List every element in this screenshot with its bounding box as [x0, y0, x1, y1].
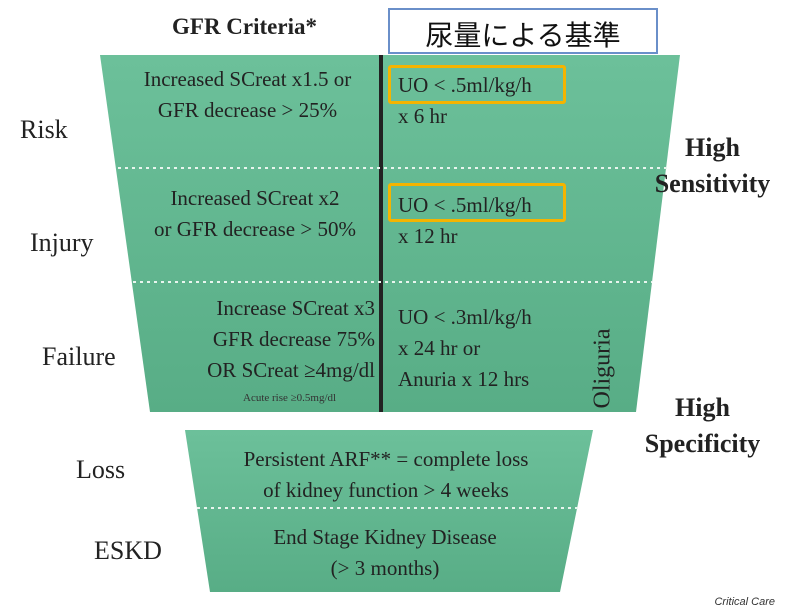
lower-funnel [185, 430, 593, 592]
high-specificity-line-2: Specificity [644, 429, 761, 458]
loss-line-2: of kidney function > 4 weeks [263, 478, 509, 502]
stage-label-risk: Risk [20, 115, 68, 144]
risk-gfr-criteria: Increased SCreat x1.5 or GFR decrease > … [120, 64, 375, 126]
stage-label-loss: Loss [76, 455, 126, 484]
injury-gfr-line-1: Increased SCreat x2 [170, 186, 340, 210]
injury-gfr-criteria: Increased SCreat x2 or GFR decrease > 50… [135, 183, 375, 245]
eskd-criteria: End Stage Kidney Disease (> 3 months) [210, 522, 560, 584]
failure-gfr-line-2: GFR decrease 75% [212, 327, 375, 351]
oliguria-vertical-label: Oliguria [589, 328, 616, 409]
injury-uo-line-1: UO < .5ml/kg/h [398, 193, 532, 217]
loss-line-1: Persistent ARF** = complete loss [243, 447, 529, 471]
injury-uo-line-2: x 12 hr [398, 224, 458, 248]
failure-uo-criteria: UO < .3ml/kg/h x 24 hr or Anuria x 12 hr… [398, 302, 532, 395]
loss-criteria: Persistent ARF** = complete loss of kidn… [200, 444, 572, 506]
risk-uo-criteria: UO < .5ml/kg/h x 6 hr [398, 70, 532, 132]
source-credit: Critical Care [714, 596, 775, 608]
high-sensitivity-line-1: High [685, 133, 740, 162]
risk-gfr-line-2: GFR decrease > 25% [157, 98, 338, 122]
high-sensitivity-label: High Sensitivity [640, 130, 785, 202]
failure-gfr-line-1: Increase SCreat x3 [216, 296, 375, 320]
risk-uo-highlight [388, 65, 566, 104]
risk-gfr-line-1: Increased SCreat x1.5 or [143, 67, 352, 91]
stage-label-eskd: ESKD [94, 536, 162, 565]
urine-output-criteria-title: 尿量による基準 [425, 19, 621, 52]
high-specificity-label: High Specificity [630, 390, 775, 462]
failure-acute-rise-note: Acute rise ≥0.5mg/dl [243, 392, 337, 404]
upper-funnel [100, 55, 680, 412]
failure-uo-line-3: Anuria x 12 hrs [398, 367, 530, 391]
stage-label-failure: Failure [42, 342, 116, 371]
injury-uo-criteria: UO < .5ml/kg/h x 12 hr [398, 190, 532, 252]
failure-uo-line-2: x 24 hr or [398, 336, 481, 360]
eskd-line-2: (> 3 months) [330, 556, 440, 580]
failure-gfr-line-3: OR SCreat ≥4mg/dl [207, 358, 375, 382]
failure-gfr-criteria: Increase SCreat x3 GFR decrease 75% OR S… [160, 293, 375, 386]
risk-uo-line-1: UO < .5ml/kg/h [398, 73, 532, 97]
urine-output-criteria-box: 尿量による基準 [388, 8, 658, 54]
failure-uo-line-1: UO < .3ml/kg/h [398, 305, 532, 329]
stage-label-injury: Injury [30, 228, 94, 257]
high-sensitivity-line-2: Sensitivity [654, 169, 771, 198]
injury-uo-highlight [388, 183, 566, 222]
eskd-line-1: End Stage Kidney Disease [273, 525, 497, 549]
high-specificity-line-1: High [675, 393, 730, 422]
injury-gfr-line-2: or GFR decrease > 50% [154, 217, 356, 241]
gfr-criteria-header: GFR Criteria* [172, 14, 317, 39]
risk-uo-line-2: x 6 hr [398, 104, 447, 128]
